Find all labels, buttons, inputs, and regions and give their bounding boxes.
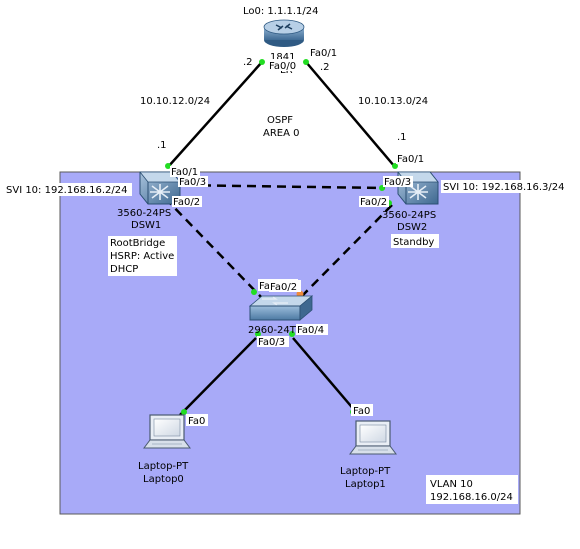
subnet-left-label: 10.10.12.0/24 bbox=[140, 96, 210, 107]
dsw2-port-fa02: Fa0/2 bbox=[360, 197, 387, 208]
port-indicator bbox=[303, 59, 309, 65]
router-addr-right: .2 bbox=[320, 62, 330, 73]
dsw2-port-fa03: Fa0/3 bbox=[384, 177, 411, 188]
laptop0-type: Laptop-PT bbox=[138, 461, 189, 472]
port-indicator bbox=[259, 59, 265, 65]
subnet-right-label: 10.10.13.0/24 bbox=[358, 96, 428, 107]
router-loopback: Lo0: 1.1.1.1/24 bbox=[243, 6, 319, 17]
laptop1-laptop-icon[interactable] bbox=[349, 420, 397, 455]
link-dsw2-access-switch bbox=[299, 204, 393, 299]
dsw1-model: 3560-24PS bbox=[117, 208, 171, 219]
dsw1-note-hsrp: HSRP: Active bbox=[110, 251, 174, 262]
laptop1-type: Laptop-PT bbox=[340, 466, 391, 477]
dsw1-name: DSW1 bbox=[131, 220, 161, 231]
router-port-left: Fa0/0 bbox=[269, 61, 296, 72]
vlan-10-area bbox=[59, 171, 521, 515]
port-indicator bbox=[289, 331, 295, 337]
ospf-label: OSPF bbox=[267, 115, 293, 126]
router-icon[interactable] bbox=[263, 19, 305, 47]
dsw1-uplink-addr: .1 bbox=[157, 140, 167, 151]
access-switch-port-fa04: Fa0/4 bbox=[297, 325, 324, 336]
dsw2-uplink-addr: .1 bbox=[397, 132, 407, 143]
vlan-name: VLAN 10 bbox=[430, 479, 473, 490]
dsw1-note-dhcp: DHCP bbox=[110, 264, 138, 275]
access-switch-icon[interactable] bbox=[248, 295, 314, 321]
laptop1-port: Fa0 bbox=[353, 406, 370, 417]
dsw2-note-standby: Standby bbox=[393, 237, 434, 248]
port-indicator bbox=[392, 163, 398, 169]
port-indicator bbox=[251, 289, 257, 295]
vlan-subnet: 192.168.16.0/24 bbox=[430, 492, 513, 503]
link-router-dsw2 bbox=[305, 61, 396, 168]
port-indicator bbox=[165, 163, 171, 169]
port-indicator bbox=[255, 331, 261, 337]
router-model: 1841 bbox=[270, 52, 295, 63]
access-switch-model: 2960-24TT bbox=[248, 325, 303, 336]
link-router-dsw1 bbox=[167, 61, 263, 168]
dsw2-port-fa01: Fa0/1 bbox=[397, 154, 424, 165]
dsw1-port-fa01: Fa0/1 bbox=[171, 167, 198, 178]
laptop0-port: Fa0 bbox=[188, 416, 205, 427]
dsw2-model: 3560-24PS bbox=[382, 210, 436, 221]
dsw1-port-fa02: Fa0/2 bbox=[173, 197, 200, 208]
link-access-switch-laptop0 bbox=[179, 337, 257, 416]
dsw2-svi: SVI 10: 192.168.16.3/24 bbox=[443, 182, 564, 193]
port-indicator bbox=[181, 409, 187, 415]
laptop0-name: Laptop0 bbox=[143, 474, 184, 485]
laptop1-name: Laptop1 bbox=[345, 479, 386, 490]
access-switch-port-fa03: Fa0/3 bbox=[258, 337, 285, 348]
router-port-right: Fa0/1 bbox=[310, 48, 337, 59]
link-dsw1-access-switch bbox=[164, 197, 263, 299]
dsw1-note-rootbridge: RootBridge bbox=[110, 238, 165, 249]
laptop0-laptop-icon[interactable] bbox=[143, 414, 191, 449]
router-addr-left: .2 bbox=[243, 57, 253, 68]
access-switch-port-fa02: Fa0/2 bbox=[270, 282, 297, 293]
ospf-area-label: AREA 0 bbox=[263, 128, 300, 139]
dsw2-name: DSW2 bbox=[397, 222, 427, 233]
dsw1-port-fa03: Fa0/3 bbox=[179, 177, 206, 188]
dsw1-svi: SVI 10: 192.168.16.2/24 bbox=[6, 185, 127, 196]
link-access-switch-laptop1 bbox=[292, 337, 357, 413]
